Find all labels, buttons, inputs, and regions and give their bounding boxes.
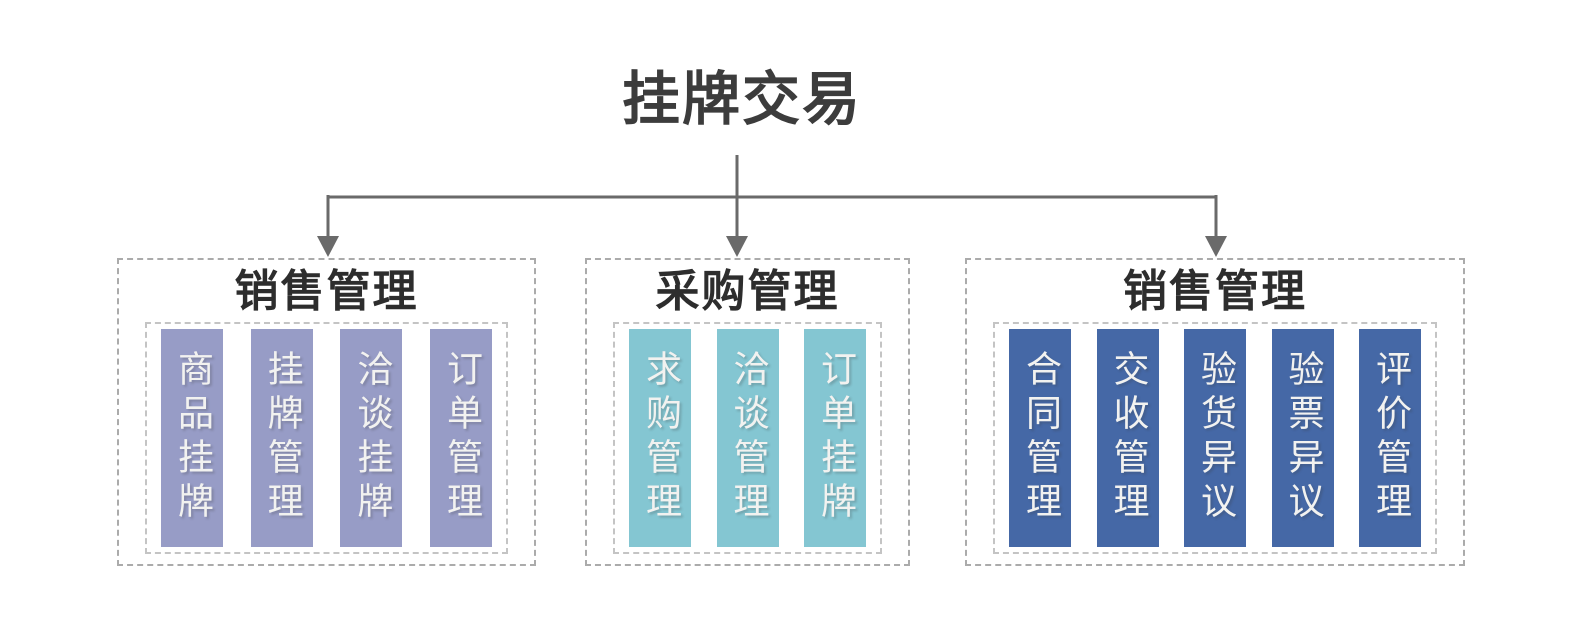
bar-delivery-management: 交收管理 <box>1096 329 1159 547</box>
bar-negotiation-management: 洽谈管理 <box>716 329 779 547</box>
bar-negotiation-listing: 洽谈挂牌 <box>340 329 403 547</box>
bar-listing-management: 挂牌管理 <box>250 329 313 547</box>
group-procurement-management: 采购管理 求购管理 洽谈管理 订单挂牌 <box>585 258 910 566</box>
bar-order-management: 订单管理 <box>429 329 492 547</box>
group-sales-management-1: 销售管理 商品挂牌 挂牌管理 洽谈挂牌 订单管理 <box>117 258 536 566</box>
group-header-sales-1: 销售管理 <box>234 266 419 317</box>
group-inner-box-procurement: 求购管理 洽谈管理 订单挂牌 <box>613 322 882 554</box>
group-sales-management-2: 销售管理 合同管理 交收管理 验货异议 验票异议 评价管理 <box>965 258 1465 566</box>
bar-invoice-inspection-dispute: 验票异议 <box>1271 329 1334 547</box>
arrowhead-center-icon <box>726 236 748 257</box>
arrowhead-right-icon <box>1205 236 1227 257</box>
bar-purchase-request-management: 求购管理 <box>629 329 691 547</box>
group-header-procurement: 采购管理 <box>655 266 840 317</box>
bar-product-listing: 商品挂牌 <box>161 329 223 547</box>
bar-evaluation-management: 评价管理 <box>1359 329 1421 547</box>
bar-order-listing: 订单挂牌 <box>804 329 866 547</box>
group-inner-box-sales-2: 合同管理 交收管理 验货异议 验票异议 评价管理 <box>993 322 1437 554</box>
group-header-sales-2: 销售管理 <box>1123 266 1307 317</box>
bar-goods-inspection-dispute: 验货异议 <box>1184 329 1246 547</box>
bar-contract-management: 合同管理 <box>1009 329 1071 547</box>
group-inner-box-sales-1: 商品挂牌 挂牌管理 洽谈挂牌 订单管理 <box>145 322 508 554</box>
arrowhead-left-icon <box>317 236 339 257</box>
diagram-title: 挂牌交易 <box>621 65 862 133</box>
